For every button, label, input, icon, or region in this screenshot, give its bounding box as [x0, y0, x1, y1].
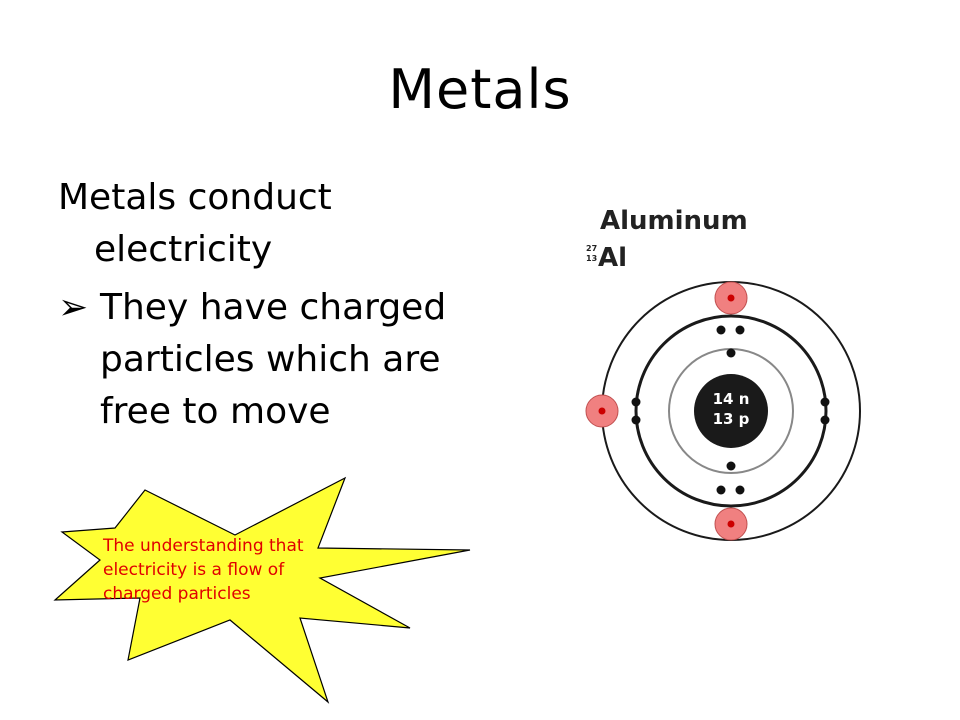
callout-line-1: The understanding that [103, 536, 304, 556]
paragraph-line-1: Metals conduct [58, 177, 332, 218]
electron-shell1-bottom [726, 461, 736, 471]
electron-shell2 [631, 415, 641, 425]
electron-shell1-top [726, 348, 736, 358]
callout-line-2: electricity is a flow of [103, 560, 285, 580]
arrow-bullet-icon: ➢ [58, 287, 89, 328]
nucleus [694, 374, 768, 448]
nucleus-protons: 13 p [713, 410, 750, 428]
mass-number: 27 [586, 244, 598, 253]
electron-shell2 [716, 325, 726, 335]
electron-shell2 [716, 485, 726, 495]
bullet-text: They have charged particles which are fr… [100, 282, 498, 438]
callout-line-3: charged particles [103, 584, 251, 604]
valence-electron-dot [598, 407, 606, 415]
bullet-line-2: particles which are [100, 339, 441, 380]
electron-shell2 [735, 485, 745, 495]
valence-electron-dot [727, 520, 735, 528]
bullet-item: ➢ They have charged particles which are … [58, 282, 498, 438]
explosion-shape [53, 476, 471, 704]
nucleus-neutrons: 14 n [713, 390, 750, 408]
atom-element-name: Aluminum [600, 206, 748, 236]
electron-shell2 [820, 397, 830, 407]
valence-electron-dot [727, 294, 735, 302]
outer-shell [634, 314, 828, 508]
element-symbol: Al [598, 243, 628, 273]
paragraph-line-2: electricity [94, 229, 273, 270]
body-paragraph: Metals conduct electricity [58, 172, 498, 276]
bullet-line-1: They have charged [100, 287, 447, 328]
callout-text: The understanding that electricity is a … [103, 534, 383, 606]
body-text: Metals conduct electricity ➢ They have c… [58, 172, 498, 438]
electron-shell2 [820, 415, 830, 425]
electron-shell2 [631, 397, 641, 407]
bullet-line-3: free to move [100, 391, 331, 432]
atomic-number: 13 [586, 254, 598, 263]
electron-shell2 [735, 325, 745, 335]
slide-title: Metals [388, 58, 572, 121]
